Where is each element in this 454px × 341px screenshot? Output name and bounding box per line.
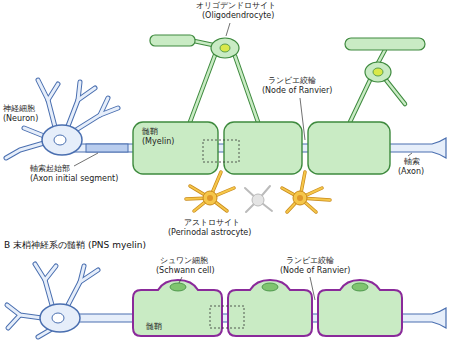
neuron-dendrites [7, 264, 98, 337]
part-label: (Neuron) [3, 114, 38, 124]
part-label: シュワン細胞 [160, 256, 208, 266]
schwann-myelin [228, 280, 312, 336]
part-label: オリゴデンドロサイト [196, 1, 276, 11]
astrocyte-body [293, 191, 307, 205]
glial-cell [245, 186, 272, 212]
astrocyte-nucleus [207, 195, 213, 201]
part-label: (Schwann cell) [156, 266, 215, 276]
neuron-nucleus [52, 313, 64, 323]
leader-line [74, 23, 412, 166]
schwann-myelin [318, 280, 402, 336]
detail-box [210, 306, 244, 328]
part-label: (Oligodendrocyte) [202, 11, 274, 21]
schwann-nucleus [170, 283, 186, 291]
neuron-soma [40, 304, 80, 332]
myelin-segment [150, 35, 195, 46]
astrocyte-body [203, 191, 217, 205]
leader-line [179, 277, 315, 300]
oligodendrocyte-nucleus [220, 44, 230, 52]
part-label: 髄鞘 [142, 127, 158, 137]
schwann-myelin [133, 280, 222, 336]
part-label: (Node of Ranvier) [262, 86, 332, 96]
schwann-nucleus [262, 283, 278, 291]
oligodendrocyte-body [365, 62, 391, 82]
panel-heading: B 末梢神経系の髄鞘 (PNS myelin) [4, 240, 146, 251]
part-label: (Myelin) [142, 137, 174, 147]
myelin-segment [308, 122, 390, 174]
part-label: (Axon) [398, 167, 424, 177]
oligodendrocyte-body [211, 38, 239, 58]
part-label: 軸索起始部 [30, 164, 70, 174]
part-label: (Axon initial segment) [30, 174, 118, 184]
part-label: 神経細胞 [3, 104, 35, 114]
oligodendrocyte-nucleus [373, 68, 383, 76]
astrocyte-nucleus [297, 195, 303, 201]
neuron-soma [42, 125, 82, 155]
part-label: 軸索 [404, 157, 420, 167]
schwann-nucleus [352, 283, 368, 291]
neuron-nucleus [54, 135, 66, 145]
part-label: ランビエ絞輪 [286, 256, 334, 266]
myelin-segment [345, 38, 425, 50]
part-label: (Node of Ranvier) [280, 266, 350, 276]
part-label: (Perinodal astrocyte) [168, 228, 251, 238]
part-label: アストロサイト [184, 218, 240, 228]
part-label: 髄鞘 [146, 322, 162, 332]
glial-cell [252, 194, 264, 206]
part-label: ランビエ絞輪 [268, 76, 316, 86]
axon-initial-segment [86, 144, 128, 152]
astrocyte-processes [186, 172, 330, 212]
detail-box [203, 140, 239, 162]
myelin-segment [133, 122, 218, 174]
myelin-segment [224, 122, 302, 174]
